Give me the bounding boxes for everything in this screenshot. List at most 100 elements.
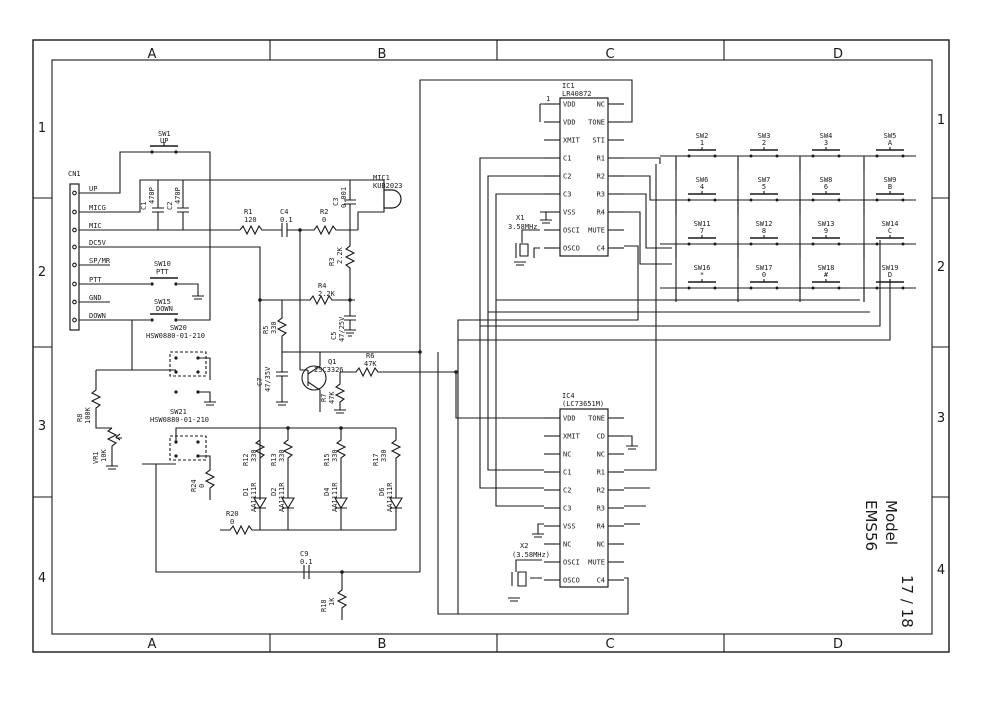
r24-ref: R24 <box>190 479 198 492</box>
cn1-pin-gnd: GND <box>89 294 102 302</box>
d6-part: AA1111R <box>386 482 394 512</box>
keypad-switch-ref: SW8 <box>820 176 833 184</box>
keypad-switch-ref: SW5 <box>884 132 897 140</box>
sw21-ref: SW21 <box>170 408 187 416</box>
c7-value: 47/35V <box>264 366 272 392</box>
cn1-pin-down: DOWN <box>89 312 106 320</box>
q1-part: 2SC3326 <box>314 366 344 374</box>
ic1-pin-left-label: C3 <box>563 191 571 199</box>
led-bank: R20 0 R12 330 R13 330 R15 330 R17 330 D1… <box>220 426 403 536</box>
keypad-switch-ref: SW11 <box>694 220 711 228</box>
sheet-frame: A B C D A B C D 1 2 3 4 1 2 3 4 <box>32 39 950 653</box>
ic4-pin-left-label: C3 <box>563 505 571 513</box>
zone-row-3-left: 3 <box>38 419 46 434</box>
keypad-switch-key: 4 <box>700 183 704 191</box>
sw1-function: UP <box>160 137 168 145</box>
r20-ref: R20 <box>226 510 239 518</box>
ic4-pin-left-label: NC <box>563 451 571 459</box>
keypad-switch-leads <box>799 243 848 258</box>
zone-row-4-right: 4 <box>937 563 945 578</box>
keypad-switch-ref: SW7 <box>758 176 771 184</box>
ic1-pin-left-label: OSCO <box>563 245 580 253</box>
r12-ref: R12 <box>242 453 250 466</box>
ic1-ref: IC1 <box>562 82 575 90</box>
d1-part: AA1111R <box>250 482 258 512</box>
c9-value: 0.1 <box>300 558 313 566</box>
r5-ref: R5 <box>262 326 270 334</box>
keypad-switch-ref: SW19 <box>882 264 899 272</box>
crystal-x1: X1 3.58MHz <box>508 214 540 266</box>
keypad-switch-leads <box>799 155 848 170</box>
r5-value: 330 <box>270 321 278 334</box>
q1-ref: Q1 <box>328 358 336 366</box>
ic1-pin-right-label: TONE <box>588 119 605 127</box>
keypad-switch-key: 8 <box>762 227 766 235</box>
ic1-pin-right-label: R2 <box>597 173 605 181</box>
ic1-pin-left-label: VDD <box>563 119 576 127</box>
keypad-switch-key: 5 <box>762 183 766 191</box>
vr1-value: 10K <box>100 449 108 462</box>
r13-value: 330 <box>278 449 286 462</box>
title-block: Model EMS56 17 / 18 <box>862 500 916 628</box>
audio-amplifier: R5 330 C7 47/35V Q1 2SC3326 R6 47K R7 47… <box>256 300 458 414</box>
r15-value: 330 <box>331 449 339 462</box>
keypad-switch-key: # <box>824 271 829 279</box>
sw20-ref: SW20 <box>170 324 187 332</box>
ic4-pin-left-label: OSCO <box>563 577 580 585</box>
r4-value: 2.2K <box>318 290 336 298</box>
keypad-switch-key: 3 <box>824 139 828 147</box>
cn1-pin-dc5v: DC5V <box>89 239 107 247</box>
keypad-switch-key: 1 <box>700 139 704 147</box>
sw20-part: HSW0880-01-210 <box>146 332 205 340</box>
zone-col-d-top: D <box>833 47 843 62</box>
d2-ref: D2 <box>270 488 278 496</box>
switch-sw1: SW1 UP <box>150 130 178 154</box>
ic1-pin-right-label: MUTE <box>588 227 605 235</box>
r17-value: 330 <box>380 449 388 462</box>
ic1-pin-right-label: R3 <box>597 191 605 199</box>
keypad-switch-sw2: SW21 <box>675 132 724 170</box>
keypad-switch-sw16: SW16* <box>675 264 724 302</box>
keypad-switch-key: 7 <box>700 227 704 235</box>
sw15-function: DOWN <box>156 305 173 313</box>
r1-ref: R1 <box>244 208 252 216</box>
d1-ref: D1 <box>242 488 250 496</box>
ic4-pin-left-label: C1 <box>563 469 571 477</box>
capacitors-c1-c2: C1 470P C2 470P <box>140 180 189 230</box>
cn1-label: CN1 <box>68 170 81 178</box>
zone-row-1-left: 1 <box>38 121 46 136</box>
keypad-switch-leads <box>799 199 848 214</box>
d4-part: AA1111R <box>331 482 339 512</box>
keypad-switch-ref: SW9 <box>884 176 897 184</box>
keypad-switch-ref: SW3 <box>758 132 771 140</box>
ic4-pin-right-label: C4 <box>597 577 605 585</box>
connector-cn1: CN1 UP MICG MIC DC5V SP/MR PTT GND DOWN <box>68 151 350 500</box>
ic1-pin-left-label: C2 <box>563 173 571 181</box>
keypad-switch-key: D <box>888 271 892 279</box>
keypad-switch-sw18: SW18# <box>799 264 848 302</box>
ic4-pin-right-label: R1 <box>597 469 605 477</box>
r7-ref: R7 <box>320 394 328 402</box>
sw10-ref: SW10 <box>154 260 171 268</box>
c1-value: 470P <box>148 187 156 204</box>
ic4-pin-right-label: NC <box>597 541 605 549</box>
keypad-switch-leads <box>737 243 786 258</box>
ic1-pin-left-label: C1 <box>563 155 571 163</box>
zone-row-4-left: 4 <box>38 571 46 586</box>
ic4-pin-left-label: NC <box>563 541 571 549</box>
r8-value: 100K <box>84 406 92 424</box>
r18-ref: R18 <box>320 599 328 612</box>
title-model: Model <box>882 500 900 545</box>
mic1-and-c3: C3 0.001 MIC1 KUB2023 <box>332 174 403 230</box>
keypad-switch-leads <box>737 199 786 214</box>
keypad-switch-ref: SW6 <box>696 176 709 184</box>
ic4-pin-left-label: VSS <box>563 523 576 531</box>
ic1-pin-left-label: XMIT <box>563 137 581 145</box>
